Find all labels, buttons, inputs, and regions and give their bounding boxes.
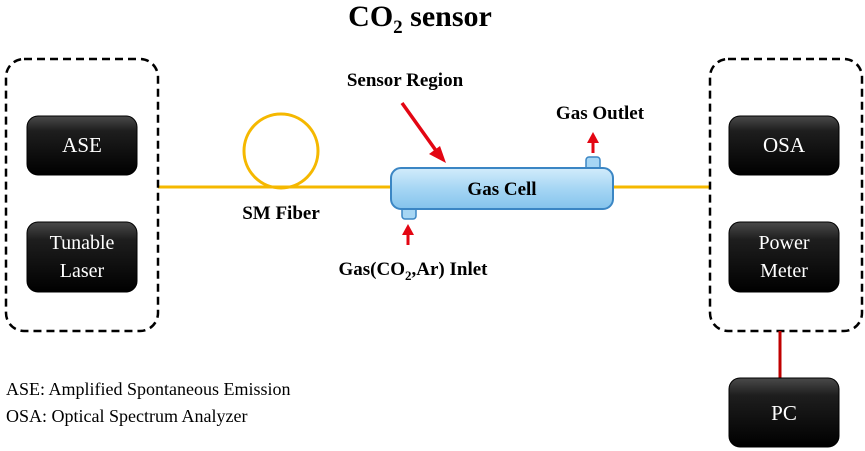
ase-box[interactable]: ASE xyxy=(26,115,138,176)
power-meter-box[interactable]: Power Meter xyxy=(728,221,840,293)
osa-box[interactable]: OSA xyxy=(728,115,840,176)
gas-outlet-label: Gas Outlet xyxy=(556,103,645,124)
tunable-laser-label-line2: Laser xyxy=(60,260,105,282)
power-meter-label-line2: Meter xyxy=(760,260,808,282)
sensor-region-label: Sensor Region xyxy=(347,70,464,91)
gas-cell[interactable]: Gas Cell xyxy=(390,156,614,220)
light-source-group xyxy=(4,57,160,333)
diagram-title: CO2 sensor xyxy=(348,0,492,38)
legend-ase: ASE: Amplified Spontaneous Emission xyxy=(6,379,291,399)
legend-osa: OSA: Optical Spectrum Analyzer xyxy=(6,406,247,426)
ase-box-label: ASE xyxy=(62,133,102,157)
pc-box-label: PC xyxy=(771,401,797,425)
tunable-laser-box[interactable]: Tunable Laser xyxy=(26,221,138,293)
gas-inlet-label: Gas(CO2,Ar) Inlet xyxy=(339,259,489,283)
power-meter-label-line1: Power xyxy=(758,232,809,254)
sensor-region-arrow xyxy=(400,101,439,154)
sm-fiber-label: SM Fiber xyxy=(242,203,320,224)
gas-outlet-arrowhead xyxy=(587,132,599,143)
gas-inlet-arrowhead xyxy=(402,224,414,235)
tunable-laser-label-line1: Tunable xyxy=(50,232,115,254)
fiber-coil xyxy=(242,112,320,190)
detector-group xyxy=(708,57,864,333)
gas-cell-label: Gas Cell xyxy=(467,179,536,200)
sensor-region-arrowhead xyxy=(429,146,446,163)
osa-box-label: OSA xyxy=(763,133,806,157)
pc-box[interactable]: PC xyxy=(728,377,840,448)
